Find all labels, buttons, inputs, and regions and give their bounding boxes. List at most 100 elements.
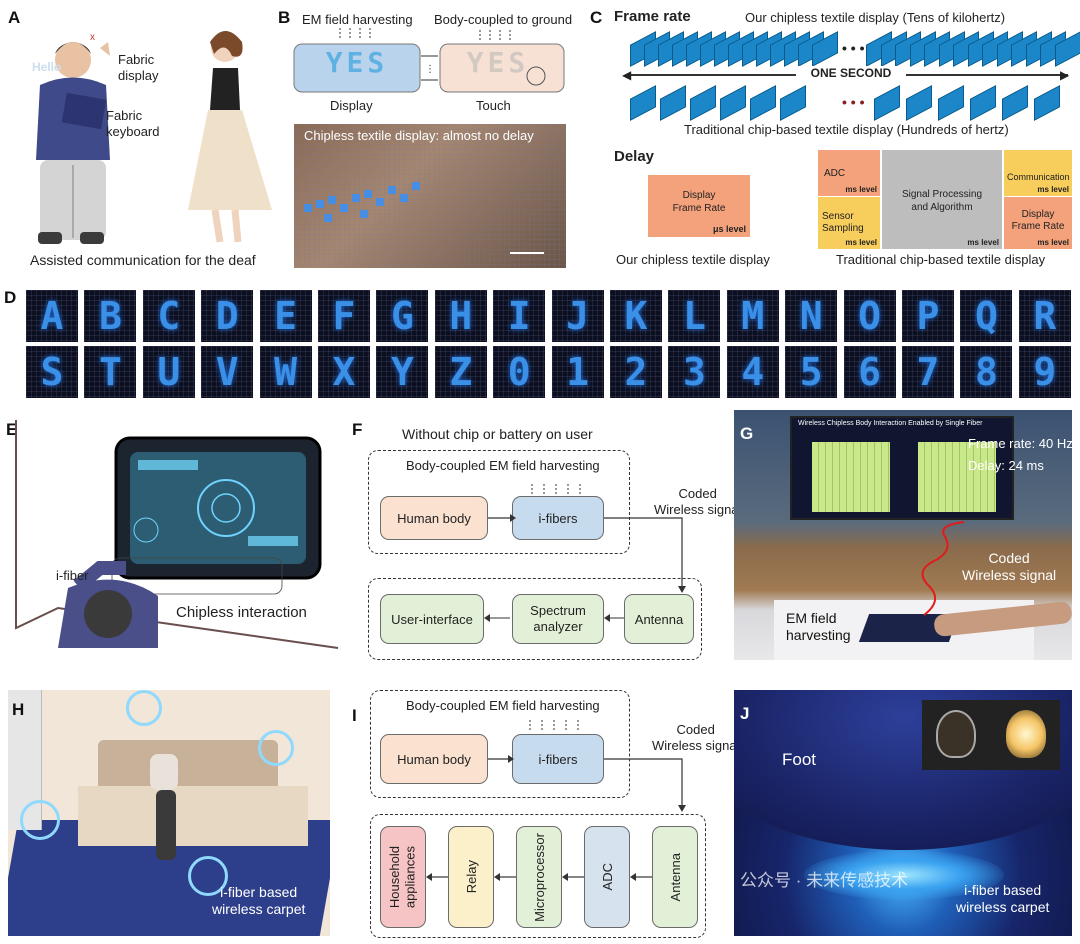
spectrum-box-f: Spectrum analyzer bbox=[512, 594, 604, 644]
letter-tile: P bbox=[902, 290, 954, 342]
human-body-box-f: Human body bbox=[380, 496, 488, 540]
adc-box-i: ADC bbox=[584, 826, 630, 928]
microprocessor-box: Microprocessor bbox=[516, 826, 562, 928]
letter-tile: O bbox=[843, 290, 896, 342]
frame-marker bbox=[660, 85, 686, 121]
letter-tile: Z bbox=[434, 346, 487, 398]
letter-glyph: W bbox=[274, 350, 298, 394]
frame-marker bbox=[750, 85, 776, 121]
chipless-display-photo bbox=[294, 124, 566, 268]
letter-glyph: 3 bbox=[682, 350, 706, 394]
letter-tile: 5 bbox=[785, 346, 838, 398]
frame-marker bbox=[874, 85, 900, 121]
frame-marker bbox=[720, 85, 746, 121]
letter-glyph: L bbox=[682, 294, 706, 338]
frame-marker bbox=[938, 85, 964, 121]
coded-label-g: Coded Wireless signal bbox=[962, 550, 1057, 583]
harvest-group-i bbox=[370, 690, 630, 798]
carpet-photo-j bbox=[734, 690, 1072, 936]
letter-tile: 2 bbox=[610, 346, 662, 398]
communication-label: Communication bbox=[1007, 172, 1070, 182]
trad-frames-strip: • • • bbox=[630, 85, 1068, 121]
frame-marker bbox=[780, 85, 806, 121]
letter-tile: D bbox=[201, 290, 254, 342]
chipless-interaction-illustration bbox=[15, 420, 339, 649]
letter-glyph: K bbox=[624, 294, 648, 338]
letter-glyph: 2 bbox=[624, 350, 648, 394]
photo-caption-b: Chipless textile display: almost no dela… bbox=[304, 128, 534, 143]
letter-tile: V bbox=[201, 346, 254, 398]
ours-frames-strip: • • • bbox=[630, 31, 1080, 67]
household-label: Household appliances bbox=[387, 845, 418, 909]
letter-glyph: D bbox=[215, 294, 239, 338]
wireless-signal-icon bbox=[921, 521, 965, 616]
letter-glyph: 8 bbox=[974, 350, 998, 394]
receiver-group-i bbox=[370, 814, 706, 938]
display-frame-box: Display Frame Rate ms level bbox=[1004, 197, 1072, 249]
letter-tile: 4 bbox=[726, 346, 779, 398]
letter-glyph: X bbox=[332, 350, 356, 394]
letter-glyph: J bbox=[566, 294, 590, 338]
ifibers-box-i: i-fibers bbox=[512, 734, 604, 784]
letter-tile: 1 bbox=[551, 346, 604, 398]
letter-tile: N bbox=[785, 290, 838, 342]
letter-tile: E bbox=[259, 290, 312, 342]
body-coupled-label: Body-coupled to ground bbox=[434, 12, 573, 27]
bedroom-illustration bbox=[8, 690, 330, 936]
letter-glyph: 7 bbox=[916, 350, 940, 394]
ours-delay-unit: μs level bbox=[712, 224, 746, 234]
em-label-g: EM field harvesting bbox=[786, 610, 851, 643]
foot-label: Foot bbox=[782, 750, 817, 769]
receiver-group-f bbox=[368, 578, 702, 660]
monitor bbox=[790, 416, 1014, 520]
letter-tile: F bbox=[318, 290, 370, 342]
display-label: Display bbox=[330, 98, 373, 113]
relay-box: Relay bbox=[448, 826, 494, 928]
frame-rate-g: Frame rate: 40 Hz bbox=[968, 436, 1073, 451]
svg-text:⋮: ⋮ bbox=[425, 64, 435, 75]
antenna-box-f: Antenna bbox=[624, 594, 694, 644]
letter-glyph: B bbox=[98, 294, 122, 338]
letter-glyph: C bbox=[157, 294, 181, 338]
letter-tile: R bbox=[1018, 290, 1071, 342]
letter-tile: 6 bbox=[843, 346, 896, 398]
panel-label-j: J bbox=[740, 704, 750, 723]
trad-bottom-caption: Traditional chip-based textile display (… bbox=[684, 122, 1009, 137]
signal-box: Signal Processing and Algorithm ms level bbox=[882, 150, 1002, 249]
display-frame-label: Display Frame Rate bbox=[1011, 209, 1065, 232]
trad-delay-caption: Traditional chip-based textile display bbox=[836, 252, 1046, 267]
letter-glyph: M bbox=[741, 294, 765, 338]
ours-delay-caption: Our chipless textile display bbox=[616, 252, 770, 267]
letter-tile: T bbox=[84, 346, 137, 398]
letter-glyph: I bbox=[507, 294, 531, 338]
sensor-label: Sensor Sampling bbox=[822, 211, 864, 234]
household-box: Household appliances bbox=[380, 826, 426, 928]
svg-text:x: x bbox=[90, 32, 95, 43]
letter-glyph: A bbox=[40, 294, 64, 338]
touch-label: Touch bbox=[476, 98, 511, 113]
arrow-spectrum-f bbox=[604, 614, 624, 622]
ui-box-f: User-interface bbox=[380, 594, 484, 644]
caption-h: i-fiber based wireless carpet bbox=[212, 884, 306, 917]
letter-tile: A bbox=[26, 290, 78, 342]
touch-word: YES bbox=[466, 46, 530, 79]
chain-arrows-i bbox=[426, 873, 652, 881]
frame-marker bbox=[970, 85, 996, 121]
panel-label-f: F bbox=[352, 420, 363, 439]
letter-glyph: 1 bbox=[566, 350, 590, 394]
panel-label-e: E bbox=[6, 420, 18, 439]
letter-tile: I bbox=[493, 290, 546, 342]
letter-glyph: 0 bbox=[507, 350, 531, 394]
caption-a: Assisted communication for the deaf bbox=[30, 252, 256, 268]
fabric-display-label: Fabric display bbox=[118, 52, 159, 84]
letter-glyph: S bbox=[40, 350, 64, 394]
ifiber-label-e: i-fiber bbox=[56, 568, 89, 583]
communication-box: Communication ms level bbox=[1004, 150, 1072, 196]
adc-label: ADC bbox=[824, 168, 846, 179]
screen-title-g: Wireless Chipless Body Interaction Enabl… bbox=[798, 420, 983, 427]
ours-top-caption: Our chipless textile display (Tens of ki… bbox=[745, 10, 1006, 25]
antenna-box-i: Antenna bbox=[652, 826, 698, 928]
frame-marker bbox=[1002, 85, 1028, 121]
harvest-group-f bbox=[368, 450, 630, 554]
letter-tile: 8 bbox=[960, 346, 1013, 398]
